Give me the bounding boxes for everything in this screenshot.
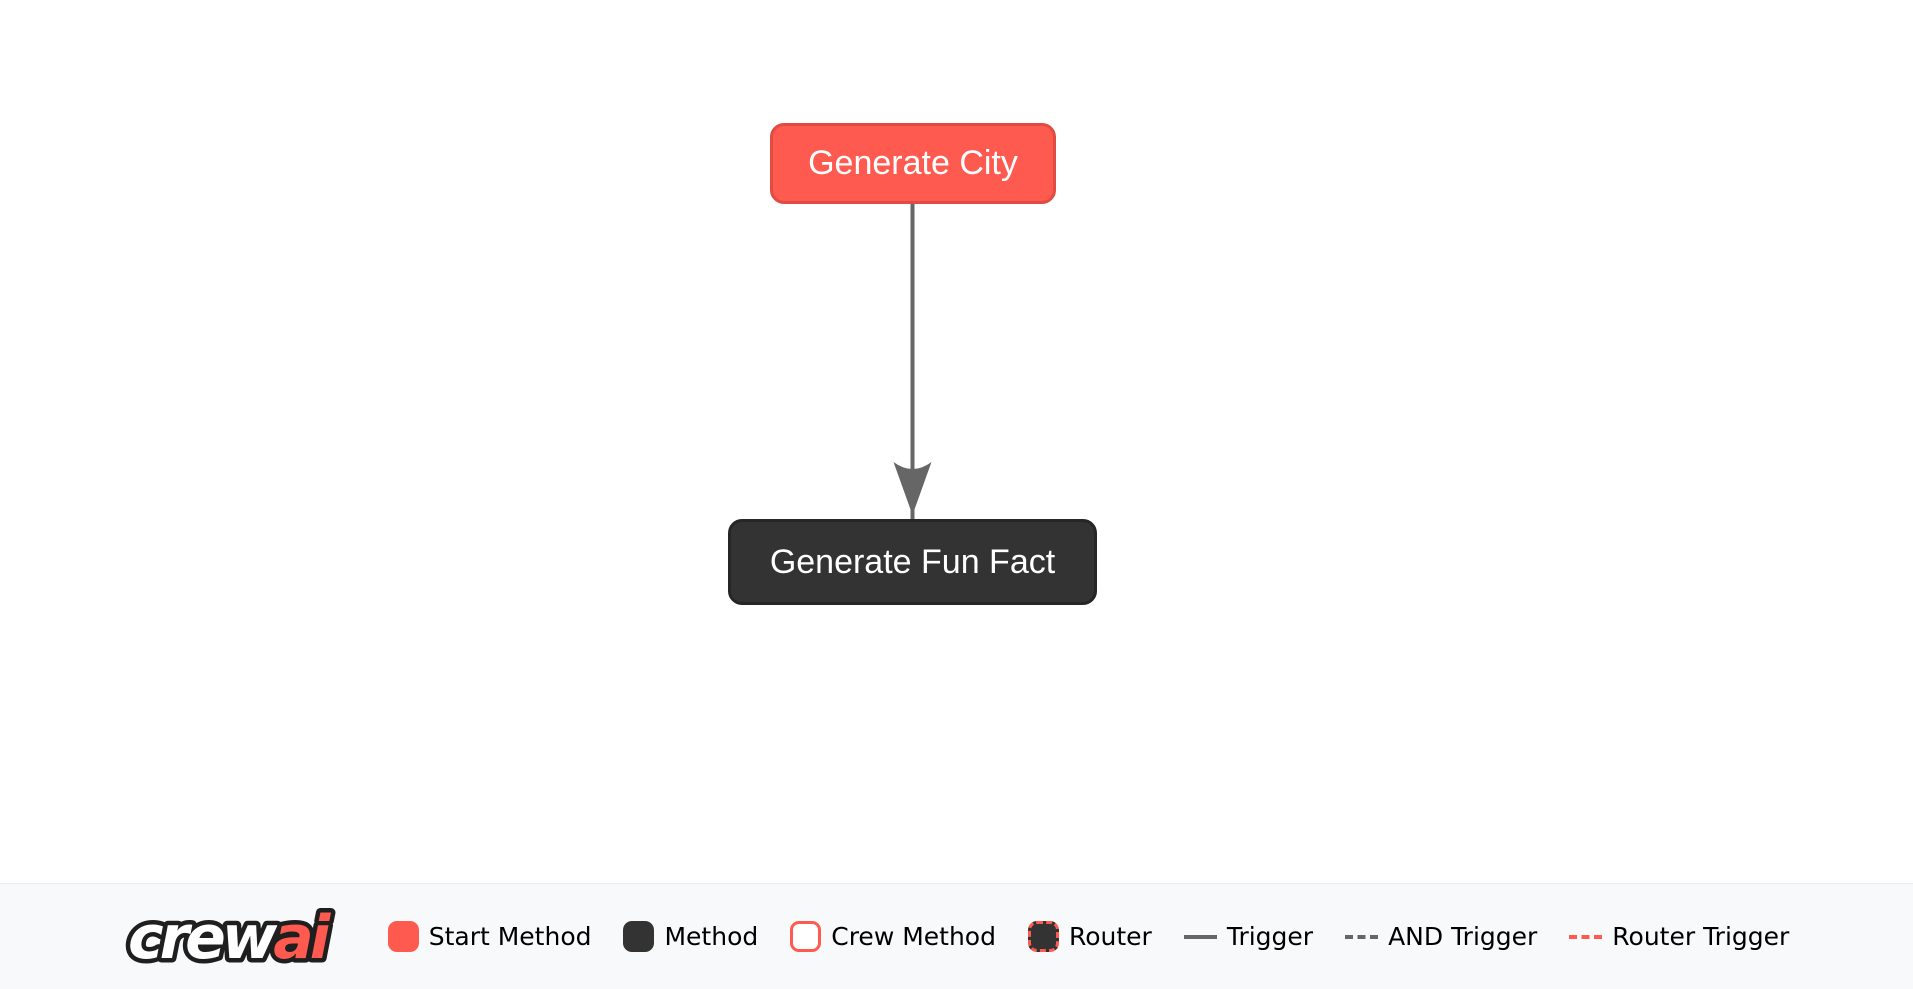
legend-item-label: Router: [1068, 922, 1152, 951]
logo-text-crew: crewai: [128, 903, 332, 973]
router-trigger-line-icon: [1569, 934, 1603, 939]
logo-text-ai: ai: [273, 903, 331, 973]
node-generate-city[interactable]: Generate City: [770, 123, 1056, 204]
legend-item-label: Crew Method: [831, 922, 996, 951]
legend-item-start-method: Start Method: [387, 921, 592, 952]
edge-arrowhead-icon: [893, 462, 932, 515]
legend-item-label: AND Trigger: [1388, 922, 1538, 951]
legend-item-method: Method: [623, 921, 758, 952]
start-method-swatch-icon: [387, 921, 419, 952]
legend-item-trigger: Trigger: [1183, 922, 1314, 951]
router-swatch-icon: [1027, 921, 1059, 952]
trigger-line-icon: [1183, 934, 1217, 939]
and-trigger-line-icon: [1345, 934, 1379, 939]
node-generate-fun-fact[interactable]: Generate Fun Fact: [728, 519, 1097, 605]
legend-item-label: Start Method: [428, 922, 592, 951]
legend-item-router-trigger: Router Trigger: [1569, 922, 1789, 951]
crewai-logo: crewai: [124, 898, 340, 976]
legend-item-label: Method: [664, 922, 759, 951]
method-swatch-icon: [623, 921, 655, 952]
crew-method-swatch-icon: [790, 921, 822, 952]
legend-bar: crewai Start Method Method Crew Method R…: [0, 883, 1913, 989]
node-label: Generate City: [808, 144, 1018, 182]
node-label: Generate Fun Fact: [769, 542, 1056, 581]
legend-item-and-trigger: AND Trigger: [1345, 922, 1537, 951]
flow-canvas[interactable]: Generate City Generate Fun Fact: [0, 0, 1913, 883]
legend-item-label: Trigger: [1226, 922, 1314, 951]
legend-item-label: Router Trigger: [1612, 922, 1790, 951]
legend-item-crew-method: Crew Method: [790, 921, 996, 952]
legend-item-router: Router: [1027, 921, 1152, 952]
